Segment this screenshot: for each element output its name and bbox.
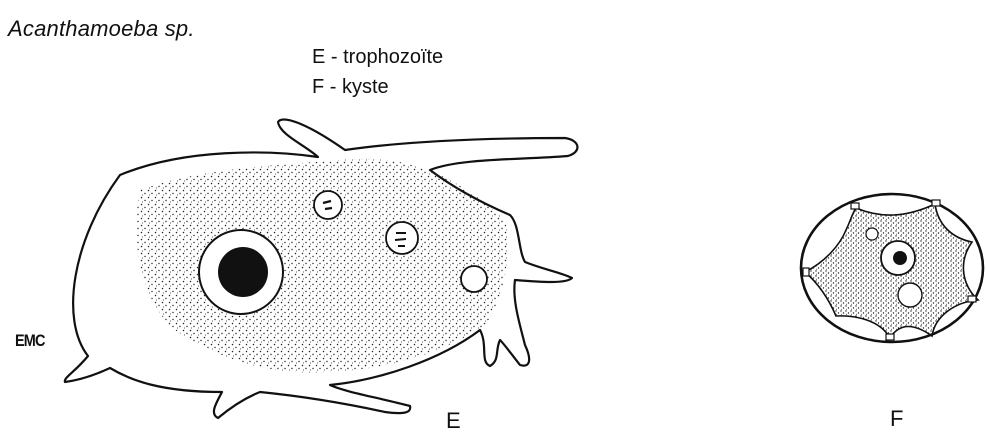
vacuole-3 xyxy=(461,266,487,292)
vacuole-2 xyxy=(386,222,418,254)
trophozoite-drawing xyxy=(65,119,578,418)
cyst-drawing xyxy=(801,194,983,342)
cyst-vacuole-2 xyxy=(866,228,878,240)
emc-logo: EMC xyxy=(15,331,45,351)
label-trophozoite: E xyxy=(446,408,461,434)
cyst-vacuole-1 xyxy=(898,283,922,307)
vacuole-1 xyxy=(314,191,342,219)
label-cyst: F xyxy=(890,406,903,432)
nucleus xyxy=(199,230,283,314)
cytoplasm xyxy=(136,159,507,373)
cyst-nucleus xyxy=(881,241,915,275)
